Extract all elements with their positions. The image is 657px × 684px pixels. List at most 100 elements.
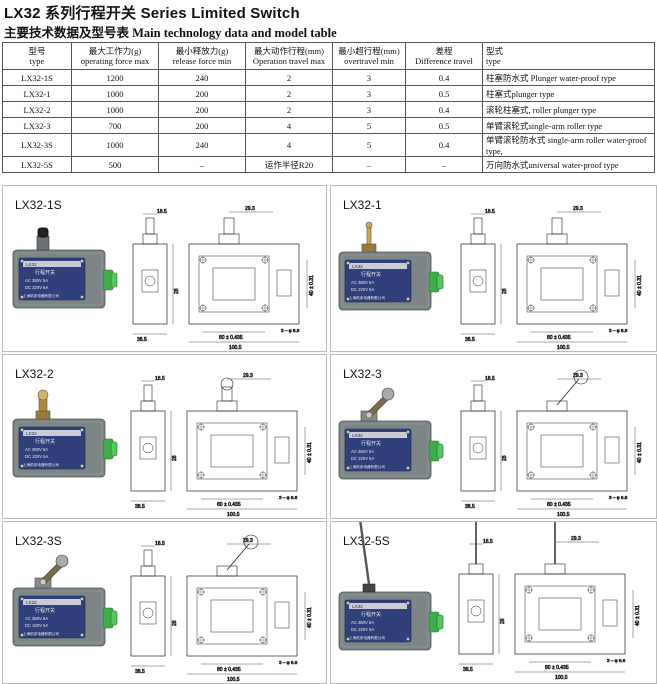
plate-band — [349, 603, 407, 609]
dimension-label: 28 — [502, 288, 508, 294]
dimension-label: 28 — [500, 618, 506, 624]
front-view-neck — [546, 400, 568, 412]
table-cell: 240 — [158, 133, 246, 157]
cable-gland-cap — [110, 272, 118, 288]
dimension-label: 18.5 — [485, 376, 495, 382]
name-plate — [344, 599, 412, 643]
plate-band — [349, 263, 407, 269]
dimension-label: 80 ± 0.435 — [545, 665, 569, 671]
dimension-label: 3 – φ 6.6 — [279, 495, 298, 500]
col-header: 最大工作力(g)operating force max — [71, 42, 159, 70]
side-view-hole — [142, 442, 154, 454]
plate-screw — [20, 259, 24, 263]
side-view-actuator — [143, 549, 153, 567]
table-cell: 万向防水式universal water-proof type — [482, 156, 655, 173]
name-plate — [18, 426, 86, 470]
plate-brand: LX32 — [352, 433, 363, 438]
plate-screw — [20, 597, 24, 601]
table-cell: LX32-5S — [2, 156, 72, 173]
cable-gland-cap — [110, 610, 118, 626]
plate-brand: LX32 — [26, 262, 37, 267]
dimension-label: 3 – φ 6.6 — [279, 660, 298, 665]
table-cell: 单臂滚轮防水式 single-arm roller water-proof ty… — [482, 133, 655, 157]
front-view-roller — [243, 534, 259, 550]
front-view-neck — [546, 233, 568, 245]
front-view-body — [516, 410, 628, 492]
table-cell: 200 — [158, 85, 246, 102]
side-view-actuator — [143, 384, 153, 402]
front-view-plate — [196, 587, 268, 645]
plunger-cap — [37, 227, 49, 238]
plate-maker: 上海机床电器有限公司 — [23, 293, 59, 298]
plate-spec: AC 380V 5A — [351, 620, 374, 625]
table-cell: 700 — [71, 117, 159, 134]
side-view-hole — [144, 275, 156, 287]
plate-spec: DC 220V 5A — [25, 285, 48, 290]
front-view-body — [186, 410, 298, 492]
plate-spec: DC 220V 5A — [351, 627, 374, 632]
plate-spec: DC 220V 5A — [351, 287, 374, 292]
plate-screw — [346, 297, 350, 301]
front-view-body — [514, 573, 626, 655]
dimension-label: 38.5 — [135, 669, 145, 675]
front-view-window — [210, 434, 254, 468]
table-cell: 1000 — [71, 133, 159, 157]
side-view-port — [467, 599, 485, 623]
table-cell: 3 — [332, 101, 406, 118]
dimension-label: 38.5 — [463, 667, 473, 673]
table-cell: 0.5 — [405, 85, 483, 102]
side-view-neck — [468, 563, 484, 575]
table-cell: 0.4 — [405, 133, 483, 157]
front-view-body — [516, 243, 628, 325]
front-view-roller — [573, 369, 589, 385]
dimension-label: 29.3 — [245, 206, 255, 212]
plate-title: 行程开关 — [361, 271, 381, 278]
side-view-hole — [472, 275, 484, 287]
plate-screw — [406, 261, 410, 265]
side-view-port — [469, 436, 487, 460]
plate-spec: AC 380V 5A — [25, 616, 48, 621]
dimension-label: 29.3 — [573, 206, 583, 212]
table-cell: 柱塞防水式 Plunger water-proof type — [482, 69, 655, 86]
plate-maker: 上海机床电器有限公司 — [349, 635, 385, 640]
panel-label: LX32-5S — [343, 534, 390, 548]
plate-spec: AC 380V 5A — [351, 280, 374, 285]
dimension-label: 80 ± 0.435 — [547, 502, 571, 508]
cable-gland-cap — [436, 274, 444, 290]
plate-spec: AC 380V 5A — [25, 447, 48, 452]
side-view-port — [469, 269, 487, 293]
front-view-window — [540, 434, 584, 468]
name-plate — [344, 428, 412, 472]
dimension-label: 40 ± 0.31 — [309, 275, 315, 296]
side-view-port — [141, 269, 159, 293]
table-cell: 2 — [245, 69, 333, 86]
plate-screw — [20, 464, 24, 468]
plate-screw — [20, 633, 24, 637]
table-cell: 1000 — [71, 101, 159, 118]
table-cell: 500 — [71, 156, 159, 173]
front-view-window — [210, 599, 254, 633]
table-cell: 5 — [332, 133, 406, 157]
table-cell: 运作半径R20 — [245, 156, 333, 173]
plate-title: 行程开关 — [35, 438, 55, 445]
dimension-label: 29.3 — [243, 538, 253, 544]
col-header: 最小超行程(mm)overtravel min — [332, 42, 406, 70]
plate-band — [23, 430, 81, 436]
cable-gland-cap — [436, 443, 444, 459]
plate-screw — [346, 601, 350, 605]
plate-screw — [80, 295, 84, 299]
plunger-tip — [365, 221, 373, 229]
front-view-neck — [218, 233, 240, 245]
front-view-plate — [526, 422, 598, 480]
dimension-label: 40 ± 0.31 — [307, 607, 313, 628]
plate-screw — [406, 637, 410, 641]
plate-screw — [346, 261, 350, 265]
